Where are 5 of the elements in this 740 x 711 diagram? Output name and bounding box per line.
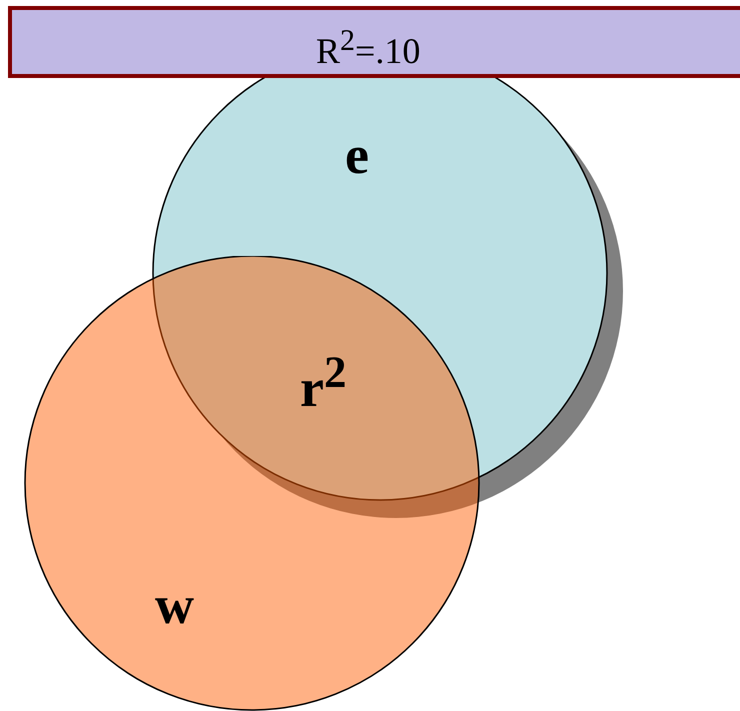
overlap-label: r$^{2}$	[300, 350, 346, 415]
set-label: w	[155, 578, 194, 632]
set-label: e	[345, 128, 369, 182]
title: R$^{2}$=.10	[316, 26, 420, 69]
set-circle	[152, 78, 624, 519]
